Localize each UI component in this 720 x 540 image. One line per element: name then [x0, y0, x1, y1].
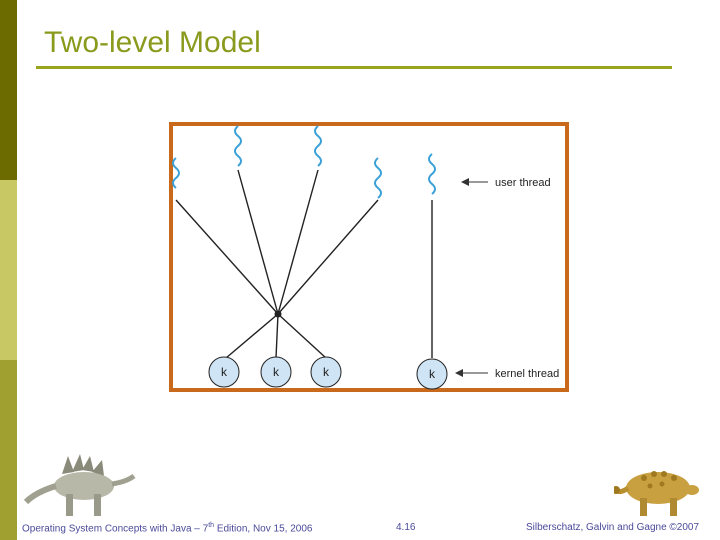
footer-page-number: 4.16 [396, 522, 416, 533]
kernel-thread-label: kernel thread [495, 368, 559, 380]
kernel-line-1 [225, 313, 279, 359]
kernel-node-label: k [273, 365, 280, 379]
multiplex-point [274, 310, 282, 318]
user-thread-label: user thread [495, 177, 551, 189]
mapping-line-4 [277, 199, 379, 315]
sidebar-dark-block [0, 0, 17, 180]
kernel-line-3 [277, 313, 327, 359]
sidebar-light-block [0, 180, 17, 360]
stegosaurus-icon [23, 454, 136, 516]
ankylosaurus-icon [614, 471, 699, 516]
user-thread-1 [172, 157, 180, 189]
kernel-node-label: k [323, 365, 330, 379]
mapping-line-2 [237, 169, 279, 315]
mapping-line-3 [277, 169, 319, 315]
user-thread-4 [374, 157, 382, 199]
sidebar-dark-block-lower [0, 360, 17, 540]
footer-left-text-end: Edition, Nov 15, 2006 [214, 523, 313, 535]
kernel-node-label: k [429, 367, 436, 381]
footer-copyright: Silberschatz, Galvin and Gagne ©2007 [526, 522, 700, 533]
footer-left: Operating System Concepts with Java – 7t… [22, 522, 312, 534]
user-thread-3 [314, 125, 322, 167]
kernel-line-2 [275, 313, 279, 359]
page-title: Two-level Model [44, 26, 261, 59]
kernel-node-4 [416, 358, 448, 390]
footer-left-text: Operating System Concepts with Java – 7 [22, 523, 209, 535]
user-thread-5 [428, 153, 436, 195]
kernel-node-1 [208, 356, 240, 388]
kernel-node-label: k [221, 365, 228, 379]
diagram-frame [169, 122, 569, 392]
mapping-line-1 [175, 199, 279, 315]
footer-left-superscript: th [208, 522, 215, 529]
title-rule [36, 66, 672, 69]
kernel-node-3 [310, 356, 342, 388]
user-thread-2 [234, 125, 242, 167]
kernel-node-2 [260, 356, 292, 388]
